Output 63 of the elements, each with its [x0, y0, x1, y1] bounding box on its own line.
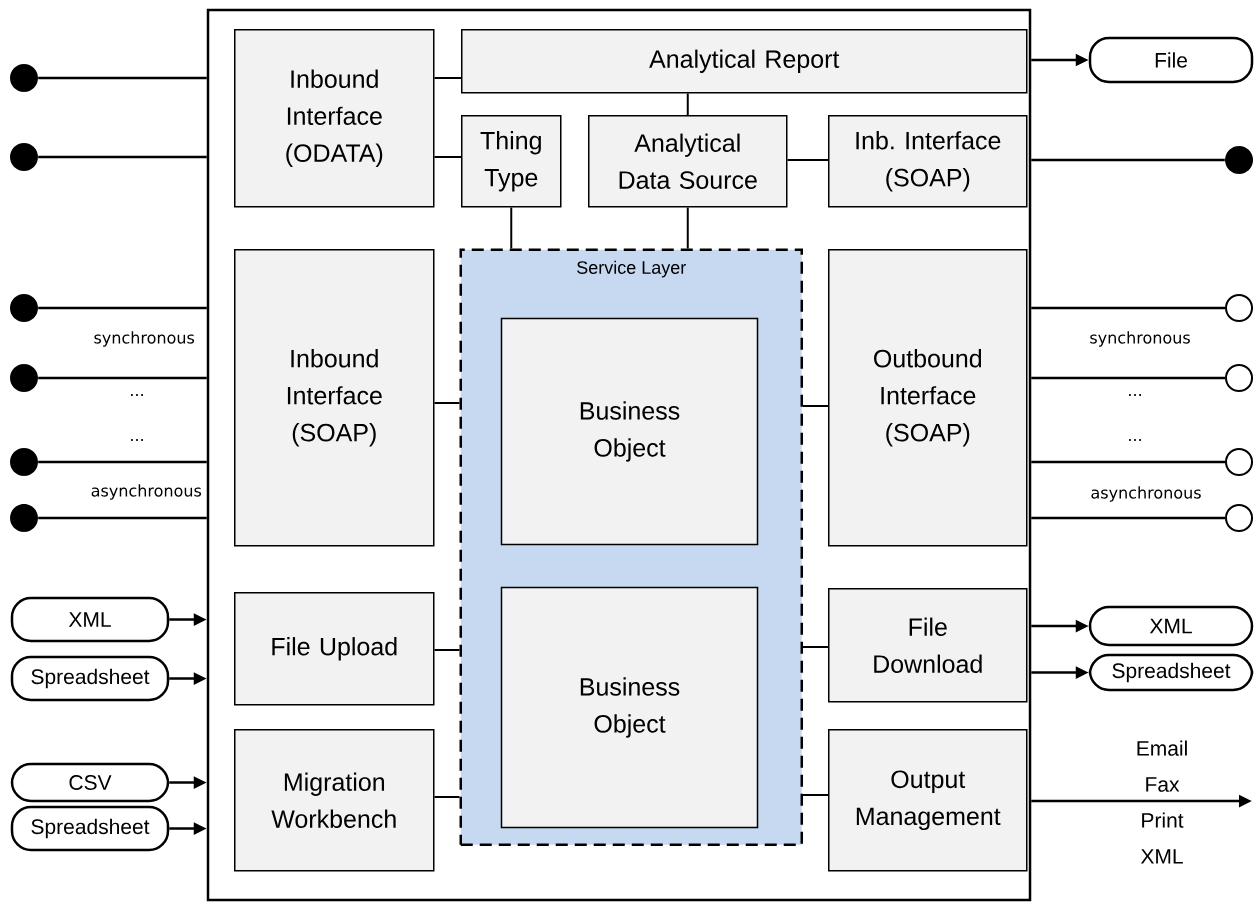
line-label: synchronous — [1090, 331, 1190, 347]
connector-line — [38, 76, 207, 80]
connector-line — [802, 405, 829, 407]
component-box: Inb. Interface (SOAP) — [828, 115, 1028, 208]
line-label: ... — [131, 394, 143, 396]
connector-line — [686, 206, 689, 250]
connector-circle — [1225, 504, 1253, 532]
component-box: Outbound Interface (SOAP) — [828, 249, 1028, 547]
connector-circle — [1225, 364, 1253, 392]
connector-line — [38, 376, 207, 380]
connector-dot — [10, 64, 38, 92]
connector-line — [433, 402, 461, 404]
format-pill: Spreadsheet — [10, 805, 170, 852]
connector-line — [433, 796, 461, 798]
component-box: Analytical Data Source — [588, 115, 788, 208]
connector-line — [1031, 376, 1225, 380]
line-label: asynchronous — [91, 484, 202, 500]
component-box: Inbound Interface (SOAP) — [234, 249, 435, 547]
format-pill: XML — [1088, 605, 1254, 647]
format-pill: Spreadsheet — [10, 655, 170, 702]
connector-line — [786, 159, 829, 161]
connector-line — [38, 306, 207, 310]
connector-line — [686, 92, 689, 116]
format-pill: CSV — [10, 762, 170, 803]
business-object-box: Business Object — [500, 317, 759, 546]
line-label: ... — [131, 439, 143, 441]
connector-line — [1031, 158, 1225, 162]
connector-dot — [1225, 146, 1253, 174]
connector-line — [1031, 516, 1225, 520]
component-box: Output Management — [828, 729, 1028, 872]
component-box: Migration Workbench — [234, 729, 435, 872]
connector-line — [510, 206, 513, 250]
connector-circle — [1225, 294, 1253, 322]
connector-line — [1031, 460, 1225, 464]
connector-line — [38, 460, 207, 464]
component-box: Analytical Report — [461, 29, 1028, 94]
connector-line — [433, 156, 462, 158]
business-object-box: Business Object — [500, 586, 759, 829]
connector-line — [38, 155, 207, 159]
line-label: asynchronous — [1091, 486, 1201, 502]
format-pill: File — [1088, 36, 1254, 84]
line-label: ... — [1129, 439, 1141, 441]
edge-label: Email Fax Print XML — [1137, 740, 1187, 864]
line-label: synchronous — [94, 331, 195, 347]
connector-dot — [10, 504, 38, 532]
connector-line — [38, 516, 207, 520]
connector-line — [802, 794, 829, 796]
connector-line — [1031, 306, 1225, 310]
connector-line — [433, 77, 462, 79]
connector-dot — [10, 448, 38, 476]
line-label: ... — [1129, 394, 1141, 396]
connector-dot — [10, 294, 38, 322]
component-box: File Download — [828, 588, 1028, 703]
connector-line — [433, 649, 461, 651]
component-box: File Upload — [234, 592, 435, 706]
format-pill: Spreadsheet — [1088, 653, 1254, 692]
connector-dot — [10, 143, 38, 171]
connector-circle — [1225, 448, 1253, 476]
format-pill: XML — [10, 596, 170, 643]
connector-line — [802, 646, 829, 648]
connector-dot — [10, 364, 38, 392]
component-box: Inbound Interface (ODATA) — [234, 29, 435, 208]
component-box: Thing Type — [461, 115, 562, 208]
